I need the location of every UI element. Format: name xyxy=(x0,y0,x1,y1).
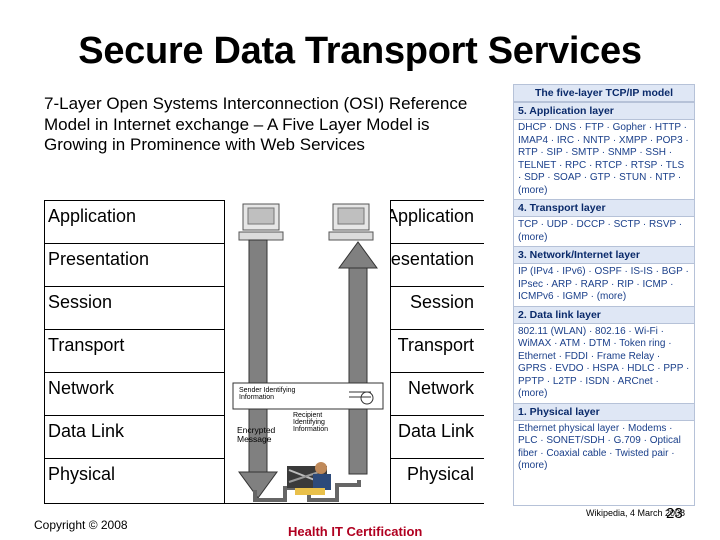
tcpip-model-panel: The five-layer TCP/IP model 5. Applicati… xyxy=(513,84,695,506)
recipient-note: Recipient Identifying Information xyxy=(293,412,329,433)
osi-left-label: Application xyxy=(48,206,137,226)
tcpip-header: The five-layer TCP/IP model xyxy=(514,85,694,102)
page-number: 23 xyxy=(666,505,683,522)
osi-right-label: Session xyxy=(409,292,474,312)
osi-left-label: Session xyxy=(48,292,113,312)
osi-left-label: Network xyxy=(48,378,115,398)
tcpip-section-body: 802.11 (WLAN) · 802.16 · Wi-Fi · WiMAX ·… xyxy=(518,325,690,400)
tcpip-section-body: DHCP · DNS · FTP · Gopher · HTTP · IMAP4… xyxy=(518,122,689,196)
osi-model-diagram: Application Application Presentation Pre… xyxy=(44,200,484,504)
osi-left-label: Physical xyxy=(48,464,116,484)
recipient-computer-icon xyxy=(328,203,374,241)
sender-note: Sender Identifying Information xyxy=(239,387,296,401)
osi-right-label: Presentation xyxy=(372,249,474,269)
osi-right-label: Network xyxy=(407,378,474,398)
tcpip-section-title: 1. Physical layer xyxy=(514,402,694,421)
osi-right-label: Application xyxy=(385,206,474,226)
osi-right-label: Transport xyxy=(397,335,474,355)
tcpip-section-body: TCP · UDP · DCCP · SCTP · RSVP · (more) xyxy=(518,219,683,243)
osi-left-label: Presentation xyxy=(48,249,150,269)
transport-illustration: Sender Identifying Information Recipient… xyxy=(224,200,391,503)
tcpip-section-body: Ethernet physical layer · Modems · PLC ·… xyxy=(518,422,681,472)
tcpip-section-title: 2. Data link layer xyxy=(514,305,694,324)
osi-row: Physical Physical xyxy=(44,458,484,504)
osi-right-label: Data Link xyxy=(397,421,474,441)
tcpip-section-body: IP (IPv4 · IPv6) · OSPF · IS-IS · BGP · … xyxy=(518,266,689,302)
wiki-citation: Wikipedia, 4 March 2008 xyxy=(586,508,686,518)
person-figure-icon xyxy=(295,462,331,495)
encrypted-note: Encrypted Message xyxy=(237,425,276,444)
osi-left-label: Transport xyxy=(48,335,125,355)
osi-left-label: Data Link xyxy=(48,421,125,441)
slide-title: Secure Data Transport Services xyxy=(78,30,642,72)
up-arrow-icon xyxy=(338,241,378,475)
down-arrow-icon xyxy=(238,239,278,499)
sender-computer-icon xyxy=(238,203,284,241)
message-packet-icon xyxy=(232,382,384,410)
copyright-text: Copyright © 2008 xyxy=(34,518,128,532)
osi-right-label: Physical xyxy=(406,464,474,484)
transport-illustration-graphic xyxy=(232,203,384,502)
tcpip-section-title: 4. Transport layer xyxy=(514,199,694,217)
tcpip-section-title: 3. Network/Internet layer xyxy=(514,246,694,264)
tcpip-section-title: 5. Application layer xyxy=(514,102,694,120)
intro-text: 7-Layer Open Systems Interconnection (OS… xyxy=(44,94,468,154)
footer-center-text: Health IT Certification xyxy=(288,524,423,539)
